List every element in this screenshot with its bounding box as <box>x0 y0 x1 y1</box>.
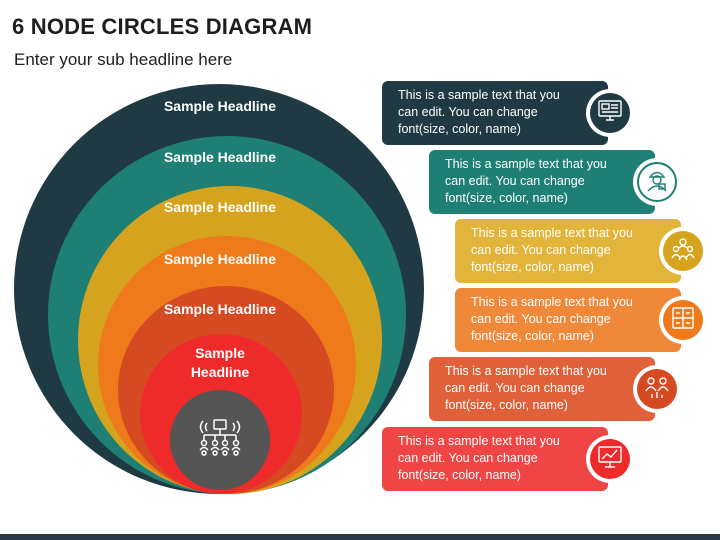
page-title: 6 NODE CIRCLES DIAGRAM <box>12 14 313 39</box>
card-5-badge <box>633 365 681 413</box>
circle-6-headline-line1: Sample <box>195 345 245 361</box>
text-card-1: This is a sample text that you can edit.… <box>382 81 608 145</box>
circle-3-headline: Sample Headline <box>163 199 277 215</box>
circle-2-headline: Sample Headline <box>163 149 277 165</box>
page-subtitle: Enter your sub headline here <box>14 50 233 69</box>
footer-bar <box>0 534 720 540</box>
text-card-5: This is a sample text that you can edit.… <box>429 357 655 421</box>
worker-icon <box>644 167 670 198</box>
card-5-text: This is a sample text that you can edit.… <box>445 364 607 412</box>
computer-screen-icon <box>597 99 623 128</box>
people-chart-icon <box>644 374 670 405</box>
presentation-board-icon <box>597 445 623 474</box>
text-card-6: This is a sample text that you can edit.… <box>382 427 608 491</box>
text-card-2: This is a sample text that you can edit.… <box>429 150 655 214</box>
text-card-4: This is a sample text that you can edit.… <box>455 288 681 352</box>
circle-4-headline: Sample Headline <box>163 251 277 267</box>
circle-1-headline: Sample Headline <box>163 98 277 114</box>
circle-6-headline-line2: Headline <box>190 364 250 380</box>
card-4-badge <box>659 296 707 344</box>
card-4-text: This is a sample text that you can edit.… <box>471 295 633 343</box>
text-card-3: This is a sample text that you can edit.… <box>455 219 681 283</box>
card-2-text: This is a sample text that you can edit.… <box>445 157 607 205</box>
card-3-badge <box>659 227 707 275</box>
boxes-grid-icon <box>671 306 695 335</box>
card-6-badge <box>586 435 634 483</box>
circle-5-headline: Sample Headline <box>163 301 277 317</box>
hierarchy-network-icon <box>197 417 243 464</box>
card-1-badge <box>586 89 634 137</box>
card-1-text: This is a sample text that you can edit.… <box>398 88 560 136</box>
card-6-text: This is a sample text that you can edit.… <box>398 434 560 482</box>
team-group-icon <box>670 236 696 267</box>
center-circle <box>170 390 270 490</box>
card-3-text: This is a sample text that you can edit.… <box>471 226 633 274</box>
card-2-badge <box>633 158 681 206</box>
